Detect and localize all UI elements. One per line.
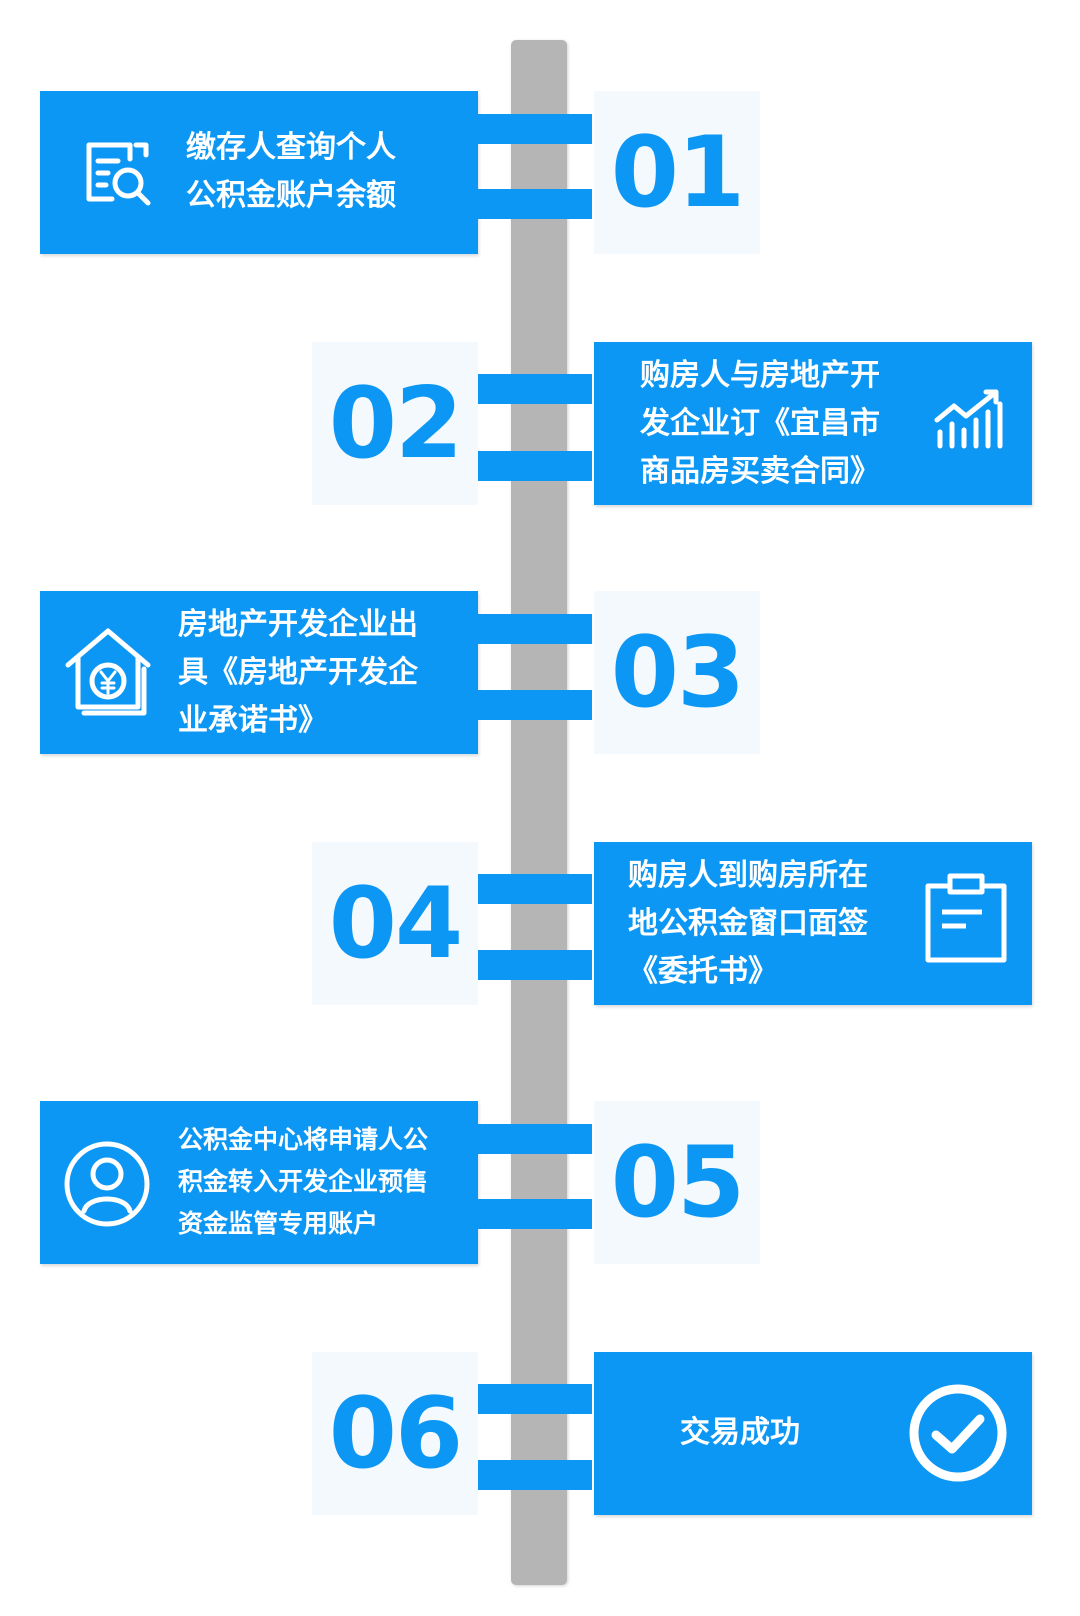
connector-bottom-05	[478, 1199, 592, 1229]
step-line: 《委托书》	[628, 954, 778, 989]
step-text-06: 交易成功	[680, 1409, 800, 1457]
step-number-box-04: 04	[312, 842, 478, 1005]
step-line: 商品房买卖合同》	[640, 454, 880, 489]
step-number-box-05: 05	[594, 1101, 760, 1264]
connector-top-03	[478, 614, 592, 644]
step-number-box-02: 02	[312, 342, 478, 505]
step-number-03: 03	[610, 615, 745, 730]
step-number-02: 02	[328, 366, 463, 481]
user-icon	[64, 1141, 150, 1227]
step-line: 发企业订《宜昌市	[640, 406, 880, 441]
connector-bottom-04	[478, 950, 592, 980]
connector-bottom-01	[478, 189, 592, 219]
step-text-04: 购房人到购房所在 地公积金窗口面签 《委托书》	[628, 852, 868, 996]
connector-top-02	[478, 374, 592, 404]
timeline-spine	[511, 40, 567, 1585]
step-number-box-03: 03	[594, 591, 760, 754]
step-text-05: 公积金中心将申请人公 积金转入开发企业预售 资金监管专用账户	[178, 1119, 428, 1245]
house-money-icon	[62, 625, 154, 717]
step-line: 业承诺书》	[178, 703, 328, 738]
step-card-01: 缴存人查询个人 公积金账户余额	[40, 91, 478, 254]
step-number-box-01: 01	[594, 91, 760, 254]
step-text-01: 缴存人查询个人 公积金账户余额	[186, 124, 396, 220]
step-text-02: 购房人与房地产开 发企业订《宜昌市 商品房买卖合同》	[640, 352, 880, 496]
step-number-box-06: 06	[312, 1352, 478, 1515]
connector-bottom-02	[478, 451, 592, 481]
step-card-04: 购房人到购房所在 地公积金窗口面签 《委托书》	[594, 842, 1032, 1005]
step-line: 购房人到购房所在	[628, 858, 868, 893]
step-line: 地公积金窗口面签	[628, 906, 868, 941]
connector-bottom-06	[478, 1460, 592, 1490]
step-line: 公积金中心将申请人公	[178, 1125, 429, 1154]
connector-bottom-03	[478, 690, 592, 720]
step-number-05: 05	[610, 1125, 745, 1240]
step-number-06: 06	[328, 1376, 463, 1491]
step-card-06: 交易成功	[594, 1352, 1032, 1515]
step-line: 缴存人查询个人	[186, 130, 396, 165]
step-card-03: 房地产开发企业出 具《房地产开发企 业承诺书》	[40, 591, 478, 754]
step-line: 资金监管专用账户	[178, 1209, 379, 1238]
step-line: 交易成功	[680, 1415, 800, 1450]
search-document-icon	[84, 137, 152, 207]
step-number-04: 04	[328, 866, 463, 981]
connector-top-04	[478, 874, 592, 904]
connector-top-06	[478, 1384, 592, 1414]
step-line: 积金转入开发企业预售	[178, 1167, 429, 1196]
step-line: 购房人与房地产开	[640, 358, 880, 393]
step-line: 公积金账户余额	[186, 178, 396, 213]
step-card-05: 公积金中心将申请人公 积金转入开发企业预售 资金监管专用账户	[40, 1101, 478, 1264]
connector-top-05	[478, 1124, 592, 1154]
step-line: 具《房地产开发企	[178, 655, 418, 690]
connector-top-01	[478, 114, 592, 144]
step-number-01: 01	[610, 115, 745, 230]
step-line: 房地产开发企业出	[178, 607, 418, 642]
bar-chart-trend-icon	[934, 388, 1004, 450]
checkmark-circle-icon	[906, 1381, 1010, 1485]
step-text-03: 房地产开发企业出 具《房地产开发企 业承诺书》	[178, 601, 418, 745]
step-card-02: 购房人与房地产开 发企业订《宜昌市 商品房买卖合同》	[594, 342, 1032, 505]
clipboard-icon	[924, 872, 1008, 964]
